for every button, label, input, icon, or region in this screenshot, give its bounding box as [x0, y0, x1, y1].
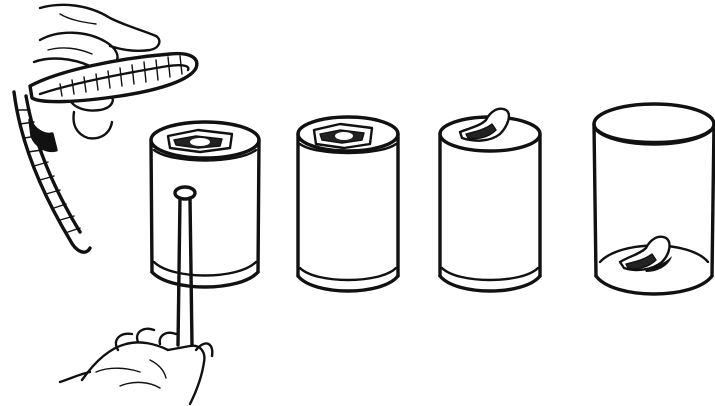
push-rod-icon [175, 187, 195, 345]
lid-edge-strip-icon [14, 92, 90, 252]
panel-1-can-and-hands [14, 5, 259, 404]
can-2-icon [298, 117, 398, 291]
panel-2-can [298, 117, 398, 291]
panel-4-jar [594, 104, 714, 294]
banknote-icon [168, 130, 232, 152]
panel-3-can [440, 109, 540, 291]
glass-jar-icon [594, 104, 714, 294]
can-3-icon [440, 109, 540, 291]
can-lid-icon [30, 54, 197, 102]
banknote-icon [620, 237, 672, 272]
can-1-icon [151, 122, 259, 287]
lower-hand-icon [60, 329, 212, 404]
banknote-icon [314, 124, 372, 148]
